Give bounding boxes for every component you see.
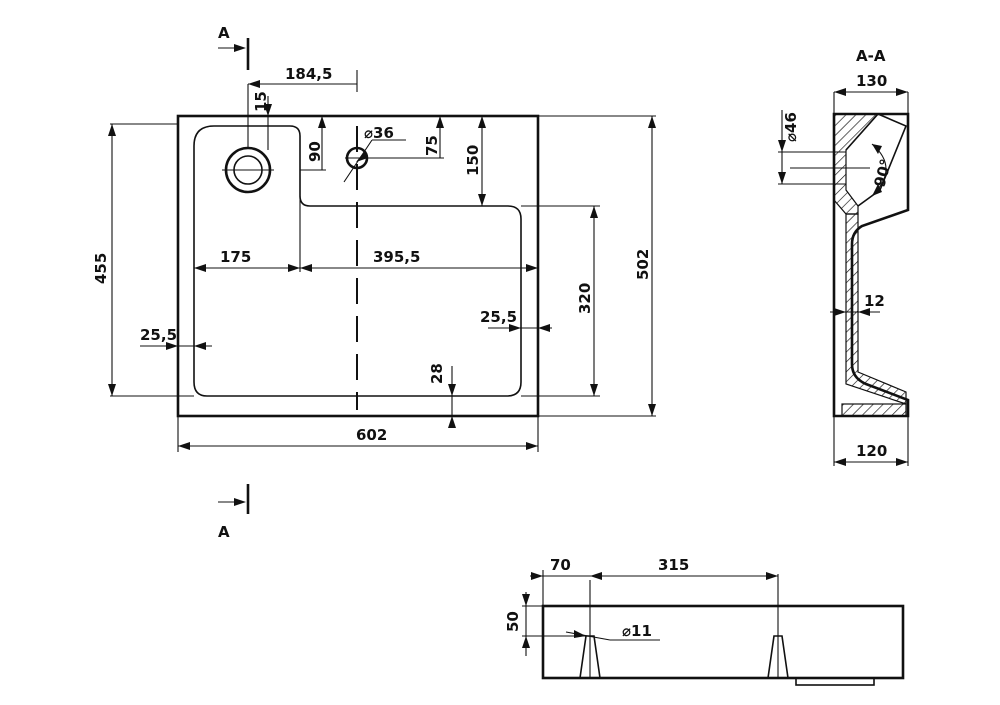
svg-text:28: 28 bbox=[428, 363, 446, 384]
side-outline bbox=[541, 604, 905, 680]
svg-text:12: 12 bbox=[864, 292, 885, 310]
side-view: 70 315 50 ⌀11 bbox=[504, 556, 905, 686]
svg-text:⌀46: ⌀46 bbox=[782, 112, 800, 142]
svg-text:175: 175 bbox=[220, 248, 251, 266]
dim-angle: 90° bbox=[870, 143, 895, 197]
svg-text:50: 50 bbox=[504, 611, 522, 632]
dim-height-left: 455 bbox=[92, 123, 194, 397]
svg-text:90: 90 bbox=[306, 141, 324, 162]
dim-side-height: 50 bbox=[504, 592, 586, 656]
dim-height-right: 502 bbox=[538, 115, 656, 417]
svg-text:184,5: 184,5 bbox=[285, 65, 332, 83]
svg-text:502: 502 bbox=[634, 249, 652, 280]
svg-text:120: 120 bbox=[856, 442, 887, 460]
dim-widths: 175 395,5 bbox=[194, 196, 538, 272]
dim-bottom-margin: 28 bbox=[428, 363, 456, 428]
dim-hole-diameter: ⌀11 bbox=[565, 622, 660, 641]
section-marker-top: A bbox=[218, 24, 250, 70]
section-title: A-A bbox=[856, 47, 886, 65]
svg-text:90°: 90° bbox=[870, 157, 895, 189]
dim-right-margin: 25,5 bbox=[480, 308, 552, 332]
dim-bottom-width: 120 bbox=[833, 416, 909, 466]
sink-outline bbox=[176, 114, 540, 418]
svg-text:75: 75 bbox=[423, 135, 441, 156]
dim-wall: 12 bbox=[830, 292, 885, 316]
dim-overall-width: 602 bbox=[177, 416, 539, 452]
plan-view: A A 184,5 15 90 bbox=[92, 24, 656, 541]
section-hatch-wall bbox=[845, 213, 907, 405]
svg-text:70: 70 bbox=[550, 556, 571, 574]
section-hatch-bottom bbox=[841, 403, 907, 417]
dim-tap-drop: 90 bbox=[300, 116, 326, 171]
section-view: A-A ⌀46 90° bbox=[778, 47, 910, 466]
section-marker-bottom: A bbox=[218, 484, 250, 541]
dim-side-horizontal: 70 315 bbox=[530, 556, 778, 606]
dim-ledge-depth: 150 bbox=[464, 116, 486, 206]
dim-overflow-from-top: 75 bbox=[368, 116, 444, 159]
svg-text:25,5: 25,5 bbox=[140, 326, 177, 344]
dim-left-margin: 25,5 bbox=[140, 326, 212, 350]
dim-overflow-diameter: ⌀36 bbox=[343, 124, 406, 183]
svg-text:15: 15 bbox=[252, 91, 270, 112]
svg-text:395,5: 395,5 bbox=[373, 248, 420, 266]
svg-text:455: 455 bbox=[92, 253, 110, 284]
svg-text:130: 130 bbox=[856, 72, 887, 90]
dim-tap-from-top: 15 bbox=[252, 91, 272, 150]
dim-top-width: 130 bbox=[833, 72, 909, 114]
svg-text:150: 150 bbox=[464, 145, 482, 176]
dim-tap-offset: 184,5 bbox=[247, 65, 358, 148]
svg-text:⌀36: ⌀36 bbox=[364, 124, 394, 142]
section-hatch-top bbox=[833, 113, 880, 215]
svg-text:315: 315 bbox=[658, 556, 689, 574]
svg-text:320: 320 bbox=[576, 283, 594, 314]
section-label-bottom: A bbox=[218, 523, 230, 541]
dim-basin-depth: 320 bbox=[521, 205, 600, 397]
svg-text:⌀11: ⌀11 bbox=[622, 622, 652, 640]
dim-drain-diameter: ⌀46 bbox=[778, 110, 846, 185]
svg-text:25,5: 25,5 bbox=[480, 308, 517, 326]
basin-contour bbox=[193, 125, 522, 397]
section-label-top: A bbox=[218, 24, 230, 42]
svg-text:602: 602 bbox=[356, 426, 387, 444]
